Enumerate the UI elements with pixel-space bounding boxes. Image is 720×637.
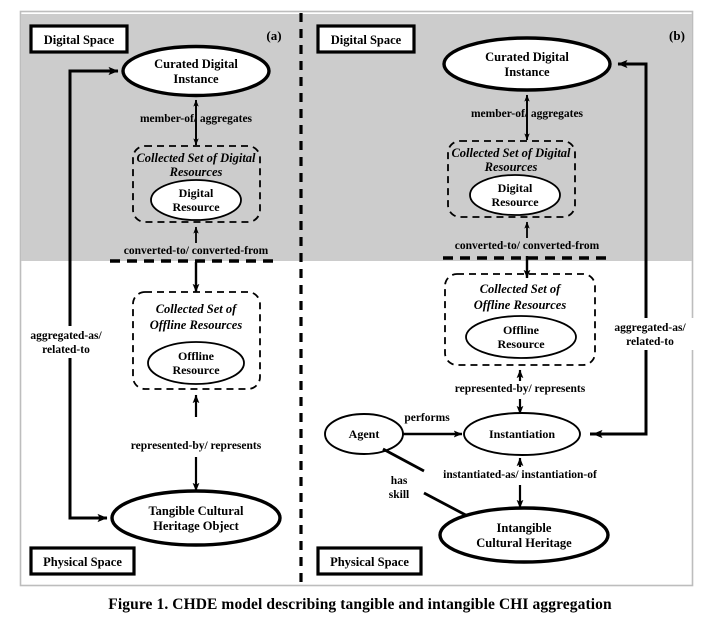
panel-a-physical-space-label: Physical Space [43,555,122,569]
panel-a-digital-resource-line2: Resource [172,200,220,214]
panel-b-collected-set-offline-line1: Collected Set of [480,282,562,296]
panel-b-node-agent: Agent [324,413,404,455]
panel-a-converted-label: converted-to/ converted-from [124,245,269,257]
panel-b-node-digital-resource [469,174,561,216]
panel-a-collected-set-offline-line1: Collected Set of [156,302,238,316]
panel-b-relation-instantiated-as: instantiated-as/ instantiation-of [443,457,597,509]
panel-b-relation-converted: converted-to/ converted-from [455,221,600,279]
panel-a-aggregated-label-knockout [22,326,112,358]
panel-b-intangible-line2: Cultural Heritage [476,536,572,550]
panel-b-member-of-label: member-of/ aggregates [471,108,584,120]
panel-a-curated-digital-instance-line2: Instance [173,72,219,86]
panel-b-node-curated-digital-instance: Curated Digital Instance [442,36,612,92]
panel-b-node-intangible-cultural-heritage: Intangible Cultural Heritage [438,506,610,564]
panel-b-aggregated-as-line2: related-to [626,336,674,348]
panel-b-digital-space-box: Digital Space [316,24,416,54]
panel-b-collected-set-digital-line2: Resources [484,160,538,174]
panel-b-digital-resource-line2: Resource [491,195,539,209]
panel-a-member-of-label: member-of/ aggregates [140,113,253,125]
panel-b-label: (b) [669,28,685,43]
panel-a-physical-space-box: Physical Space [29,546,136,576]
panel-a-node-curated-digital-instance: Curated Digital Instance [121,44,271,98]
panel-b-relation-performs: performs [403,412,463,438]
panel-a-represented-by-label: represented-by/ represents [131,440,262,452]
panel-b-aggregated-label-knockout [604,318,696,350]
panel-a-node-digital-resource [150,179,242,221]
panel-a-relation-member-of: member-of/ aggregates [140,99,253,146]
panel-a-digital-resource-line1: Digital [179,186,214,200]
panel-b-performs-label: performs [404,412,450,424]
panel-a-tangible-line2: Heritage Object [153,519,240,533]
panel-a-node-tangible-cultural-heritage-object: Tangible Cultural Heritage Object [110,489,282,547]
panel-b-converted-label: converted-to/ converted-from [455,240,600,252]
panel-a-offline-resource-line1: Offline [178,349,215,363]
panel-a-node-offline-resource [147,341,245,385]
panel-b-node-instantiation: Instantiation [463,412,581,456]
panel-a-tangible-line1: Tangible Cultural [148,504,244,518]
panel-b-has-skill-line2: skill [389,489,409,501]
panel-b-offline-resource-line2: Resource [497,337,545,351]
panel-b-relation-member-of: member-of/ aggregates [471,94,584,141]
panel-a-digital-space-label: Digital Space [44,33,115,47]
panel-b-intangible-line1: Intangible [497,521,552,535]
panel-b-instantiated-as-label: instantiated-as/ instantiation-of [443,469,597,481]
panel-b-has-skill-line1: has [391,475,408,487]
figure-frame [19,10,694,587]
panel-b-aggregated-as-line1: aggregated-as/ [614,322,686,334]
panel-b-digital-space-label: Digital Space [331,33,402,47]
panel-a-aggregated-as-line2-top: related-to [42,344,90,356]
panel-b-offline-resource-line1: Offline [503,323,540,337]
panel-b-curated-digital-instance-line1: Curated Digital [485,50,569,64]
panel-a-relation-converted: converted-to/ converted-from [124,226,269,293]
panel-b-physical-space-label: Physical Space [330,555,409,569]
panel-a-curated-digital-instance-line1: Curated Digital [154,57,238,71]
panel-a-collected-set-digital-line1: Collected Set of Digital [136,151,256,165]
panel-b-curated-digital-instance-line2: Instance [504,65,550,79]
panel-a-digital-space-box: Digital Space [29,24,129,54]
panel-a-group-collected-set-offline-resources: Collected Set of Offline Resources Offli… [132,291,261,390]
panel-b-node-offline-resource [465,315,577,359]
panel-b-relation-aggregated-as [590,59,648,439]
panel-b-relation-represented-by: represented-by/ represents [455,369,586,415]
panel-b-digital-resource-line1: Digital [498,181,533,195]
panel-b-represented-by-label: represented-by/ represents [455,383,586,395]
panel-b-collected-set-offline-line2: Offline Resources [474,298,567,312]
panel-b-group-collected-set-offline-resources: Collected Set of Offline Resources Offli… [444,273,596,366]
figure-caption: Figure 1. CHDE model describing tangible… [108,596,612,613]
panel-a-label: (a) [266,28,281,43]
panel-a-group-collected-set-digital-resources: Collected Set of Digital Resources Digit… [132,145,261,223]
panel-a-offline-resource-line2: Resource [172,363,220,377]
panel-a-collected-set-digital-line2: Resources [169,165,223,179]
panel-a: (a) Digital Space Curated Digital Instan… [22,24,282,576]
panel-b-group-collected-set-digital-resources: Collected Set of Digital Resources Digit… [447,140,576,218]
panel-b-instantiation-label: Instantiation [489,427,555,441]
panel-a-aggregated-as-line1-top: aggregated-as/ [30,330,102,342]
panel-b-physical-space-box: Physical Space [316,546,423,576]
panel-a-relation-represented-by: represented-by/ represents [131,394,262,492]
panel-b-agent-label: Agent [349,427,380,441]
panel-b-collected-set-digital-line1: Collected Set of Digital [451,146,571,160]
panel-a-collected-set-offline-line2: Offline Resources [150,318,243,332]
panel-b: (b) Digital Space Curated Digital Instan… [316,24,696,576]
